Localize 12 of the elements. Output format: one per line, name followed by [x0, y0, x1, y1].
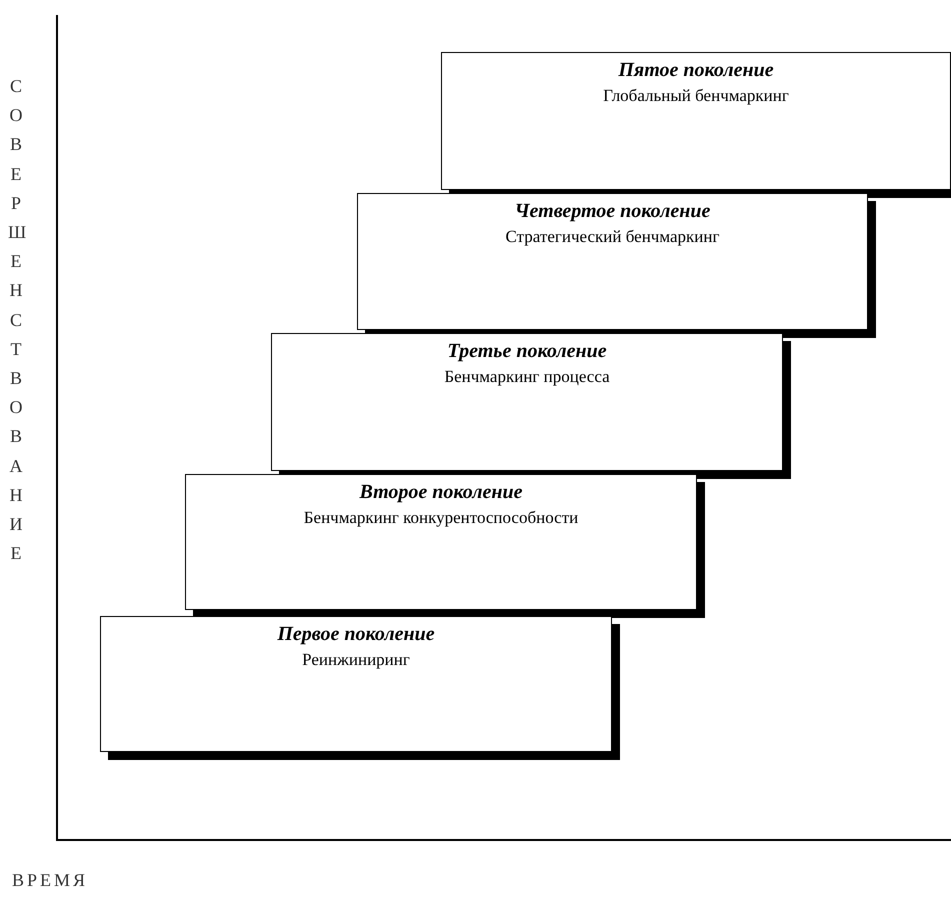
generation-description: Бенчмаркинг конкурентоспособности	[304, 508, 578, 528]
y-axis-label: СОВЕРШЕНСТВОВАНИЕ	[8, 75, 24, 566]
generation-title: Третье поколение	[447, 340, 607, 363]
generation-description: Стратегический бенчмаркинг	[506, 227, 720, 247]
generation-description: Бенчмаркинг процесса	[444, 367, 610, 387]
generation-description: Глобальный бенчмаркинг	[603, 86, 789, 106]
x-axis-label: ВРЕМЯ	[12, 870, 88, 891]
generation-title: Четвертое поколение	[514, 200, 710, 223]
generation-title: Второе поколение	[360, 481, 522, 504]
generation-description: Реинжиниринг	[302, 650, 410, 670]
generation-title: Пятое поколение	[618, 59, 774, 82]
generation-title: Первое поколение	[277, 623, 435, 646]
